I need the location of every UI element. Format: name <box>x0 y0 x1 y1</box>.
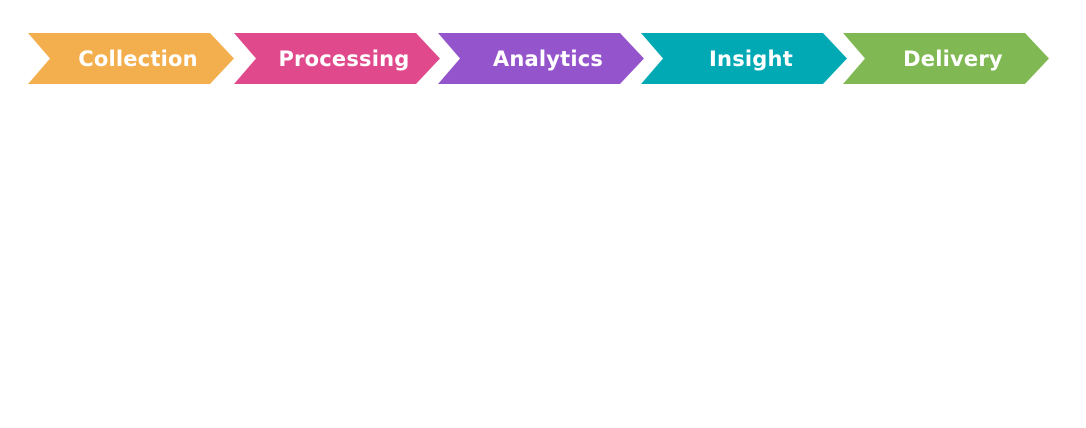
step-collection: Collection <box>28 33 234 84</box>
step-insight: Insight <box>641 33 847 84</box>
step-delivery: Delivery <box>843 33 1049 84</box>
step-label: Analytics <box>492 46 604 71</box>
step-label: Insight <box>709 46 793 71</box>
step-processing: Processing <box>234 33 440 84</box>
step-label: Delivery <box>903 46 1003 71</box>
step-analytics: Analytics <box>438 33 644 84</box>
step-label: Collection <box>78 46 198 71</box>
step-label: Processing <box>278 46 410 71</box>
